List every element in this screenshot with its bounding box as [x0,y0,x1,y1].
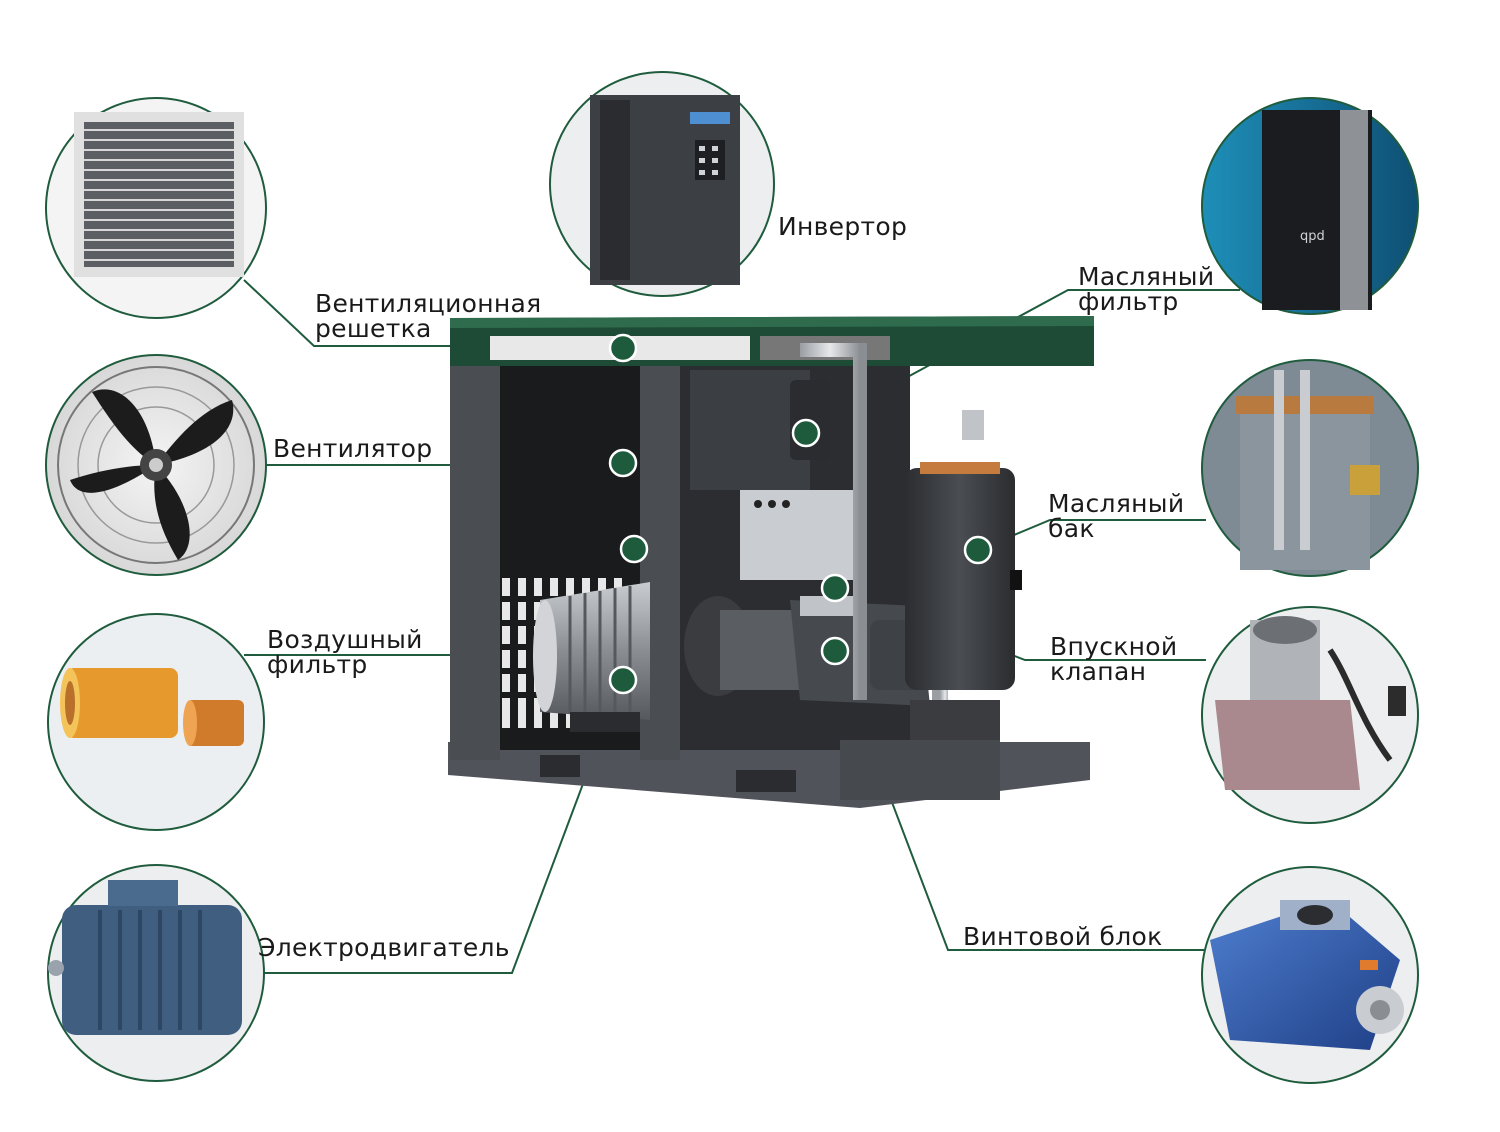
air-filter-line-1: Воздушный [267,625,423,654]
marker-intake-valve [820,573,850,603]
intake-valve-thumbnail [1201,606,1419,824]
compressor-unit [448,316,1094,808]
label-fan: Вентилятор [273,436,432,461]
oil-tank-line-1: Масляный [1048,489,1185,518]
marker-screw-block [820,636,850,666]
label-invertor: Инвертор [778,214,907,239]
screw-block-text: Винтовой блок [963,922,1163,951]
label-vent-grid: Вентиляционная решетка [315,291,542,341]
oil-filter-line-2: фильтр [1078,287,1179,316]
label-intake-valve: Впускной клапан [1050,634,1177,684]
label-screw-block: Винтовой блок [963,924,1163,949]
label-air-filter: Воздушный фильтр [267,627,423,677]
oil-filter-line-1: Масляный [1078,262,1215,291]
svg-text:qpd: qpd [1300,229,1325,244]
screw-block-thumbnail [1201,866,1419,1084]
marker-oil-filter [791,418,821,448]
label-oil-tank: Масляный бак [1048,491,1184,541]
oil-tank-line-2: бак [1048,514,1095,543]
air-filter-line-2: фильтр [267,650,368,679]
air-filter-thumbnail [47,613,265,831]
label-oil-filter: Масляный фильтр [1078,264,1214,314]
marker-vent-grid [608,333,638,363]
label-motor: Электродвигатель [258,935,510,960]
vent-grid-line-1: Вентиляционная [315,289,542,318]
invertor-thumbnail [549,71,775,297]
vent-grid-line-2: решетка [315,314,432,343]
marker-air-filter [619,534,649,564]
markers [608,333,993,695]
intake-valve-line-2: клапан [1050,657,1147,686]
invertor-text: Инвертор [778,212,908,241]
motor-text: Электродвигатель [258,933,510,962]
fan-text: Вентилятор [273,434,433,463]
marker-fan [608,448,638,478]
vent-grid-thumbnail [45,97,267,319]
marker-motor [608,665,638,695]
marker-oil-tank [963,535,993,565]
oil-tank-thumbnail [1201,359,1419,577]
intake-valve-line-1: Впускной [1050,632,1178,661]
motor-thumbnail [47,864,265,1082]
oil-filter-thumbnail: qpd [1201,97,1419,315]
fan-thumbnail [45,354,267,576]
